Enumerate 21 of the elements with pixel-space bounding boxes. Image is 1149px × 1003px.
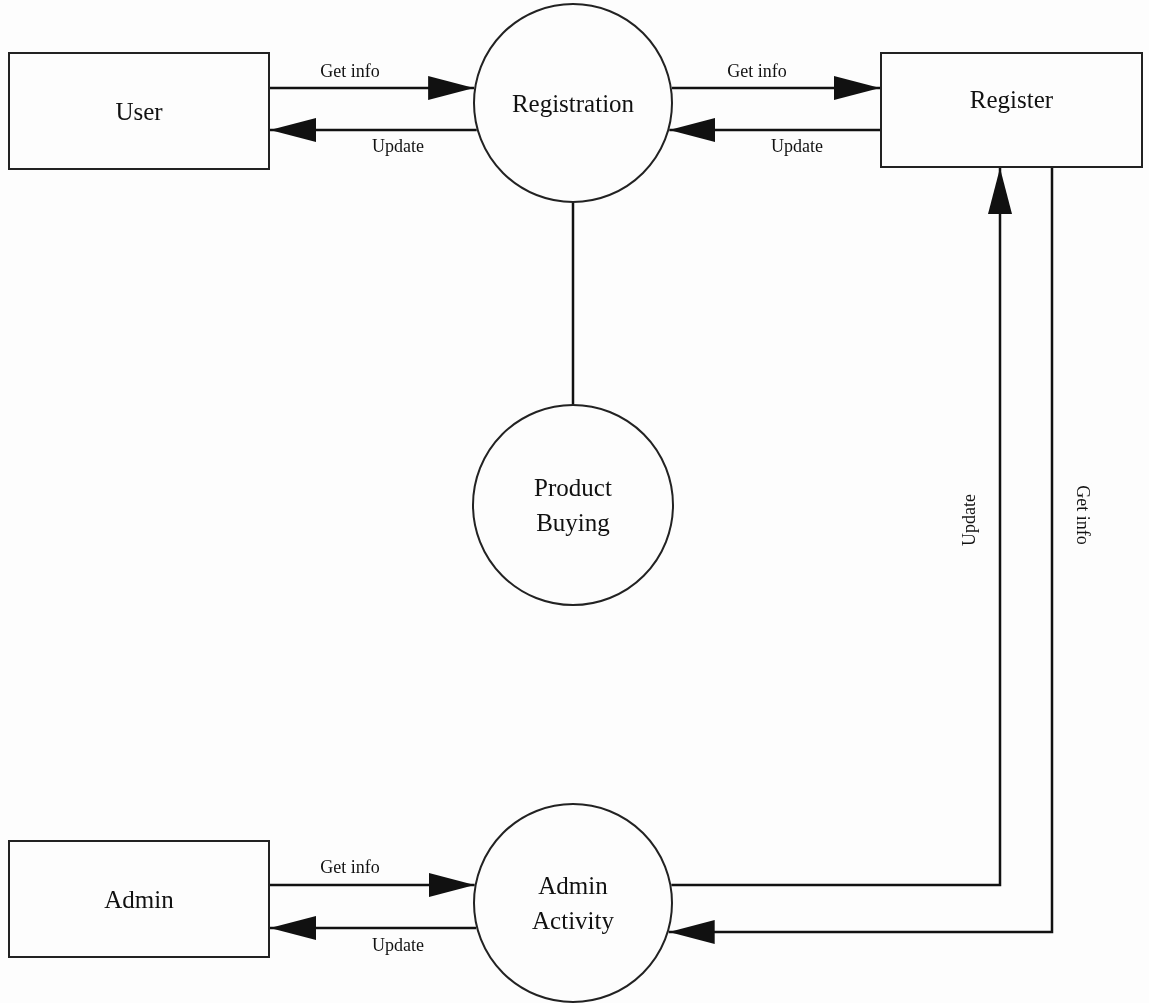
arrow [668, 168, 1054, 944]
edge-label: Update [769, 137, 825, 157]
node-label: User [114, 96, 164, 127]
node-label: Admin [103, 884, 175, 915]
edge-label: Update [960, 492, 980, 548]
node-label: Register [968, 85, 1055, 115]
edge-label: Update [370, 137, 426, 157]
node-label: Product Buying [533, 473, 613, 538]
arrow [671, 76, 880, 100]
arrow [270, 873, 475, 897]
arrow [270, 76, 475, 100]
node-label: Admin Activity [531, 871, 615, 936]
node-label: Registration [510, 88, 636, 119]
arrow [669, 118, 880, 142]
entity-box [8, 840, 270, 958]
arrow [270, 118, 477, 142]
entity-box [880, 52, 1143, 168]
edge-label: Update [370, 936, 426, 956]
arrow [270, 916, 477, 940]
entity-box [8, 52, 270, 170]
arrow [671, 168, 1012, 887]
